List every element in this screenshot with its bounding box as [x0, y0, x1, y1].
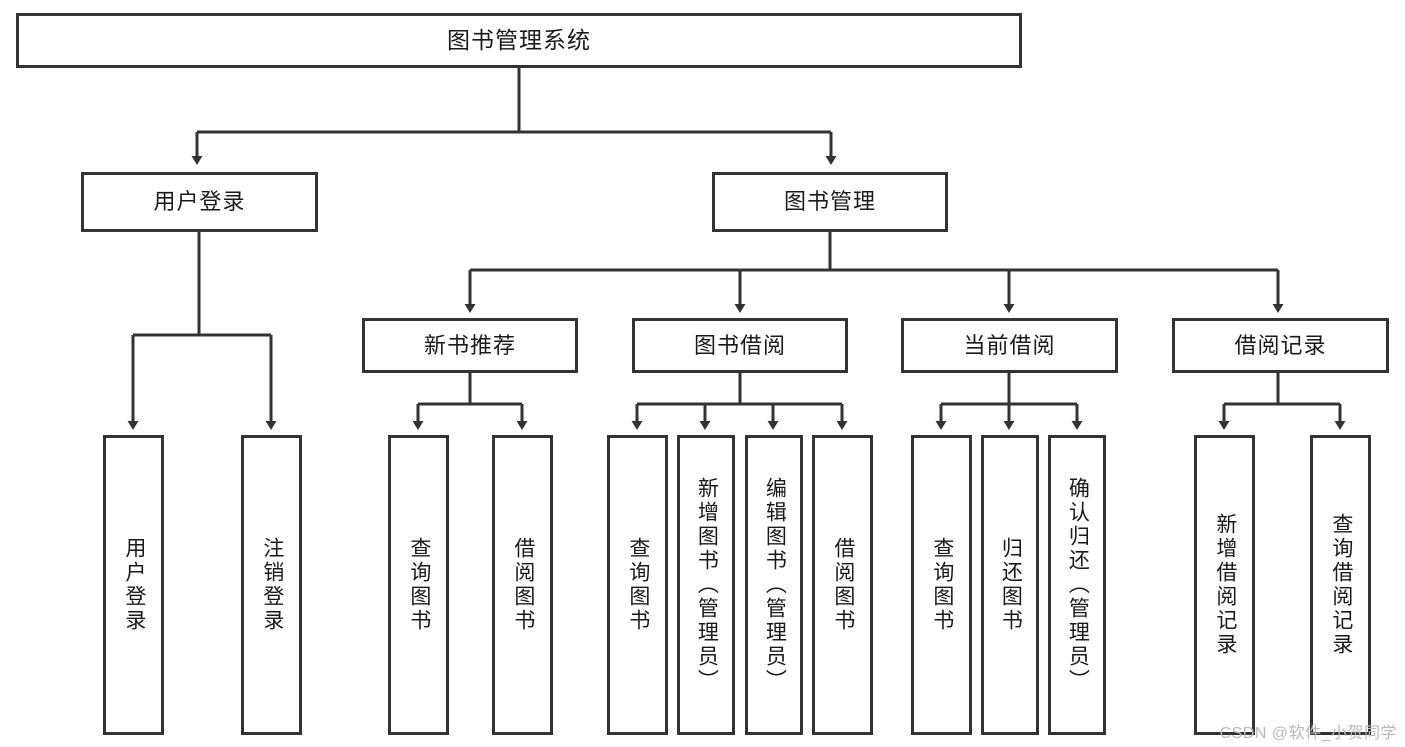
node-book-borrow[interactable]: 图书借阅 — [632, 318, 848, 373]
node-leaf-add-book-admin[interactable]: 新增图书（管理员） — [677, 435, 735, 735]
node-label: 借阅记录 — [1234, 332, 1327, 358]
node-label: 借阅图书 — [831, 537, 855, 633]
node-leaf-query-book-2[interactable]: 查询图书 — [607, 435, 668, 735]
node-leaf-query-borrow-record[interactable]: 查询借阅记录 — [1310, 435, 1371, 735]
node-label: 新增借阅记录 — [1213, 513, 1237, 657]
node-label: 用户登录 — [153, 189, 246, 215]
node-leaf-return-book[interactable]: 归还图书 — [981, 435, 1039, 735]
csdn-watermark: CSDN @软件_小贺同学 — [1219, 725, 1397, 742]
node-label: 当前借阅 — [963, 332, 1056, 358]
node-label: 图书借阅 — [693, 332, 786, 358]
node-label: 查询图书 — [626, 537, 650, 633]
node-label: 查询图书 — [407, 537, 431, 633]
node-label: 新增图书（管理员） — [695, 477, 719, 693]
node-new-book-recommend[interactable]: 新书推荐 — [362, 318, 578, 373]
node-leaf-query-book-3[interactable]: 查询图书 — [911, 435, 972, 735]
node-label: 图书管理 — [783, 189, 876, 215]
node-user-login[interactable]: 用户登录 — [81, 172, 318, 232]
node-label: 查询图书 — [930, 537, 954, 633]
node-leaf-borrow-book-2[interactable]: 借阅图书 — [812, 435, 873, 735]
node-label: 图书管理系统 — [447, 26, 591, 53]
node-label: 注销登录 — [260, 537, 284, 633]
node-leaf-borrow-book-1[interactable]: 借阅图书 — [492, 435, 553, 735]
node-label: 查询借阅记录 — [1329, 513, 1353, 657]
node-book-management[interactable]: 图书管理 — [712, 172, 948, 232]
node-label: 确认归还（管理员） — [1066, 477, 1090, 693]
node-leaf-edit-book-admin[interactable]: 编辑图书（管理员） — [745, 435, 803, 735]
node-label: 编辑图书（管理员） — [763, 477, 787, 693]
node-label: 新书推荐 — [423, 332, 516, 358]
node-label: 归还图书 — [999, 537, 1023, 633]
node-label: 借阅图书 — [511, 537, 535, 633]
node-borrow-record[interactable]: 借阅记录 — [1172, 318, 1389, 373]
node-leaf-query-book-1[interactable]: 查询图书 — [388, 435, 449, 735]
node-leaf-user-login[interactable]: 用户登录 — [103, 435, 164, 735]
node-current-borrow[interactable]: 当前借阅 — [901, 318, 1118, 373]
node-root-system[interactable]: 图书管理系统 — [16, 13, 1022, 68]
node-leaf-confirm-return-admin[interactable]: 确认归还（管理员） — [1048, 435, 1106, 735]
node-leaf-logout[interactable]: 注销登录 — [241, 435, 302, 735]
node-leaf-add-borrow-record[interactable]: 新增借阅记录 — [1194, 435, 1255, 735]
node-label: 用户登录 — [122, 537, 146, 633]
